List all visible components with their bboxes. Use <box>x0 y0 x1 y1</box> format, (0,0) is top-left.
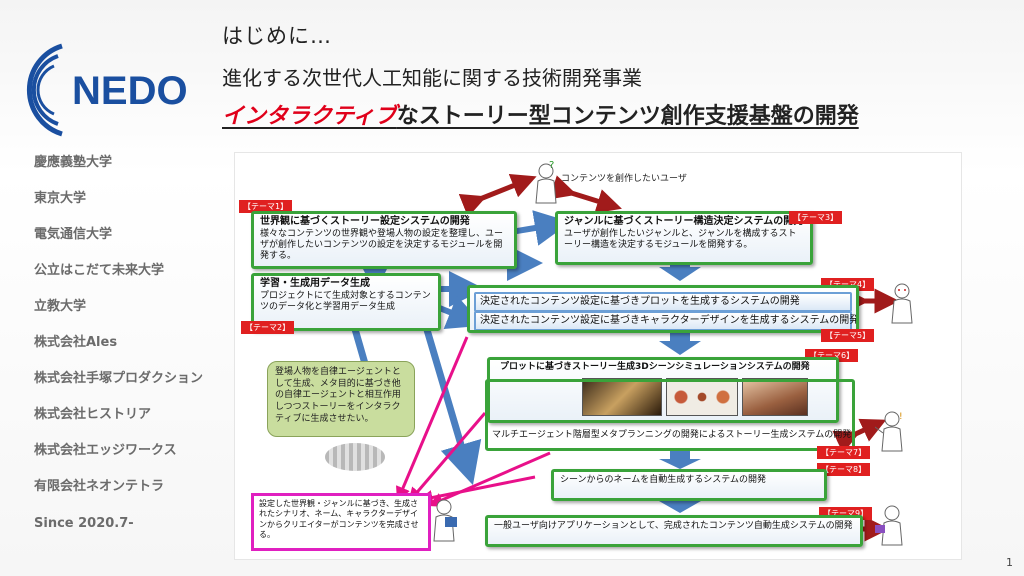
title-rest: なストーリー型コンテンツ創作支援基盤の開発 <box>396 104 859 129</box>
scene-image <box>582 378 662 416</box>
member-item: 立教大学 <box>34 299 87 314</box>
member-item: 東京大学 <box>34 191 87 206</box>
user-figure-icon <box>891 283 913 324</box>
member-item: 有限会社ネオンテトラ <box>34 479 165 494</box>
scene-image <box>742 378 808 416</box>
theme1-tag: 【テーマ1】 <box>239 200 293 213</box>
member-item: 株式会社手塚プロダクション <box>34 371 204 386</box>
theme3-body: ユーザが創作したいジャンルと、ジャンルを構成するストーリー構造を決定するモジュー… <box>564 228 797 250</box>
theme9-title: 一般ユーザ向けアプリケーションとして、完成されたコンテンツ自動生成システムの開発 <box>494 521 853 531</box>
theme7-tag: 【テーマ7】 <box>817 446 871 459</box>
intro-heading: はじめに… <box>222 24 332 48</box>
down-arrow <box>659 331 701 355</box>
output-arrow <box>396 336 469 502</box>
theme3-title: ジャンルに基づくストーリー構造決定システムの開発 <box>564 216 804 227</box>
theme6-box: プロットに基づきストーリー生成3Dシーンシミュレーションシステムの開発 <box>487 357 839 423</box>
member-item: 慶應義塾大学 <box>34 155 113 170</box>
title-accent: インタラクティブ <box>222 104 397 129</box>
project-subtitle: 進化する次世代人工知能に関する技術開発事業 <box>222 66 642 90</box>
theme45-box: 決定されたコンテンツ設定に基づきプロットを生成するシステムの開発 決定されたコン… <box>467 285 859 333</box>
theme7-title: マルチエージェント階層型メタプランニングの開発によるストーリー生成システムの開発 <box>492 430 852 440</box>
nedo-logo: NEDO <box>14 40 214 140</box>
theme1-box: 世界観に基づくストーリー設定システムの開発 様々なコンテンツの世界観や登場人物の… <box>251 211 517 269</box>
page-number: 1 <box>1006 556 1013 569</box>
theme6-title: プロットに基づきストーリー生成3Dシーンシミュレーションシステムの開発 <box>500 362 810 372</box>
user-label: コンテンツを創作したいユーザ <box>561 174 687 184</box>
flow-arrow <box>421 322 482 486</box>
theme2-tag: 【テーマ2】 <box>241 321 295 334</box>
user-figure-icon <box>875 505 903 546</box>
member-item: 株式会社ヒストリア <box>34 407 152 422</box>
down-arrow <box>659 257 701 281</box>
creator-note: 設定した世界観・ジャンルに基づき、生成されたシナリオ、ネーム、キャラクターデザイ… <box>251 493 431 551</box>
user-figure-icon: ! <box>875 411 903 452</box>
theme1-title: 世界観に基づくストーリー設定システムの開発 <box>260 216 470 227</box>
interaction-arrow <box>458 174 537 218</box>
theme8-title: シーンからのネームを自動生成するシステムの開発 <box>560 475 767 485</box>
interaction-arrow <box>549 175 622 214</box>
project-diagram: ? コンテンツを創作したいユーザ 【テーマ1】 世界観に基づくストーリー設定シス… <box>234 152 962 560</box>
user-figure-icon: ? <box>535 160 557 204</box>
nedo-logo-mark: NEDO <box>27 43 188 137</box>
down-arrow <box>659 451 701 469</box>
svg-text:?: ? <box>549 160 554 171</box>
theme2-title: 学習・生成用データ生成 <box>260 278 370 289</box>
theme7-box: マルチエージェント階層型メタプランニングの開発によるストーリー生成システムの開発 <box>485 379 855 451</box>
output-arrow <box>428 451 551 507</box>
theme5-title: 決定されたコンテンツ設定に基づきキャラクターデザインを生成するシステムの開発 <box>474 311 856 330</box>
theme5-tag: 【テーマ5】 <box>821 329 875 342</box>
member-list: 慶應義塾大学 東京大学 電気通信大学 公立はこだて未来大学 立教大学 株式会社A… <box>34 152 224 512</box>
member-item: 電気通信大学 <box>34 227 113 242</box>
theme8-tag: 【テーマ8】 <box>817 463 871 476</box>
since-date: Since 2020.7- <box>34 516 134 531</box>
output-arrow <box>408 412 487 503</box>
theme2-body: プロジェクトにて生成対象とするコンテンツのデータ化と学習用データ生成 <box>260 290 431 312</box>
output-arrow <box>417 475 536 505</box>
crowd-illustration <box>325 443 385 471</box>
svg-text:!: ! <box>899 412 903 422</box>
character-image <box>666 378 738 416</box>
theme8-box: シーンからのネームを自動生成するシステムの開発 <box>551 469 827 501</box>
member-item: 株式会社Ales <box>34 335 118 350</box>
svg-text:NEDO: NEDO <box>72 69 188 113</box>
theme1-body: 様々なコンテンツの世界観や登場人物の設定を整理し、ユーザが創作したいコンテンツの… <box>260 228 504 262</box>
theme3-tag: 【テーマ3】 <box>789 211 843 224</box>
theme3-box: ジャンルに基づくストーリー構造決定システムの開発 ユーザが創作したいジャンルと、… <box>555 211 813 265</box>
creator-figure-icon <box>433 499 457 542</box>
theme4-title: 決定されたコンテンツ設定に基づきプロットを生成するシステムの開発 <box>474 292 852 312</box>
agent-callout: 登場人物を自律エージェントとして生成、メタ目的に基づき他の自律エージェントと相互… <box>267 361 415 437</box>
page-title: インタラクティブなストーリー型コンテンツ創作支援基盤の開発 <box>222 98 859 130</box>
theme9-box: 一般ユーザ向けアプリケーションとして、完成されたコンテンツ自動生成システムの開発 <box>485 515 863 547</box>
member-item: 公立はこだて未来大学 <box>34 263 165 278</box>
member-item: 株式会社エッジワークス <box>34 443 177 458</box>
down-arrow <box>659 493 701 513</box>
